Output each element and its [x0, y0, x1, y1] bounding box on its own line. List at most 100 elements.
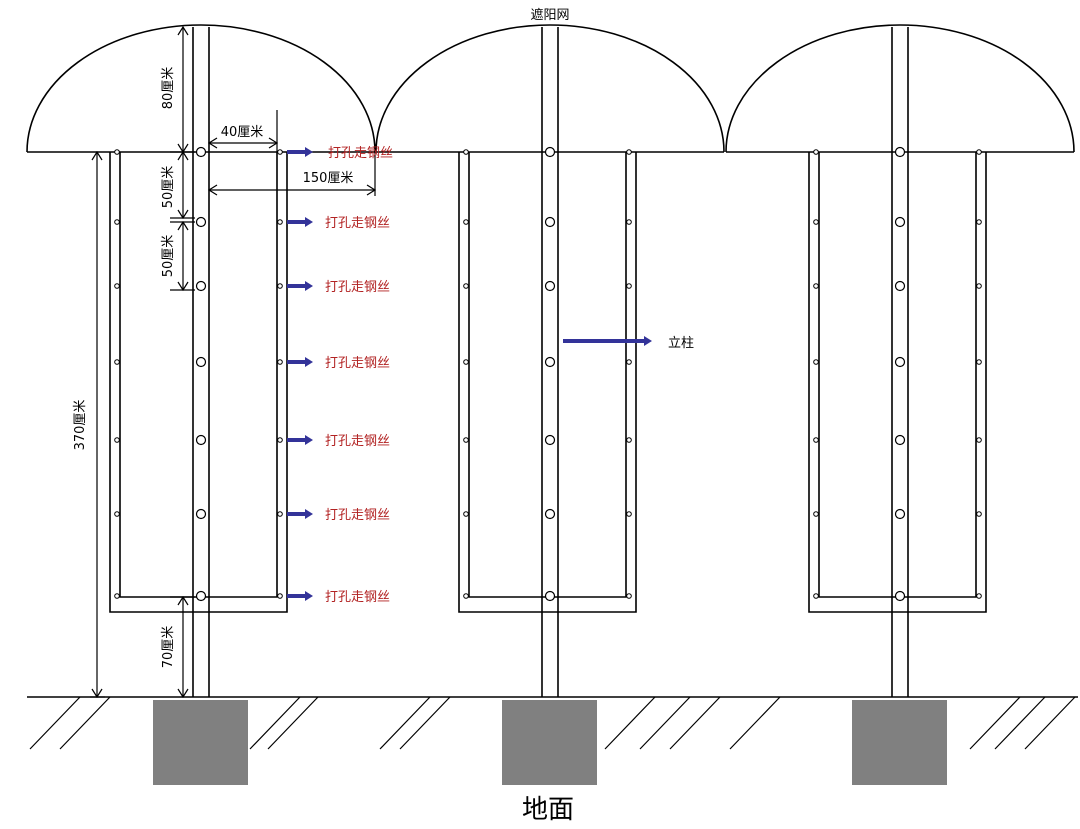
- pillar-hole: [894, 280, 906, 292]
- pillar-hole: [894, 508, 906, 520]
- frame-hole: [277, 219, 283, 225]
- frame-hole: [813, 219, 819, 225]
- frame-hole: [976, 283, 982, 289]
- pillar-hole: [544, 508, 556, 520]
- frame-hole: [463, 149, 469, 155]
- ground-hatch: [1024, 696, 1076, 750]
- ground-hatch: [669, 696, 721, 750]
- pillar-hole: [544, 146, 556, 158]
- pillar-hole: [544, 216, 556, 228]
- canopy-arc: [725, 24, 1075, 153]
- frame-hole: [463, 219, 469, 225]
- frame-hole: [813, 511, 819, 517]
- frame-hole: [813, 437, 819, 443]
- pillar-hole: [894, 216, 906, 228]
- canopy-arc: [375, 24, 725, 153]
- pillar-hole: [195, 434, 207, 446]
- frame-hole: [626, 283, 632, 289]
- pillar-hole: [544, 434, 556, 446]
- ground-hatch: [399, 696, 451, 750]
- hole-arrow-head: [305, 435, 313, 445]
- hole-label: 打孔走钢丝: [325, 508, 390, 523]
- pillar-hole: [195, 280, 207, 292]
- dim-line-frame-width-arrows: [207, 137, 279, 149]
- hole-arrow-head: [305, 217, 313, 227]
- hole-arrow-head: [305, 281, 313, 291]
- frame-hole: [277, 359, 283, 365]
- frame-hole: [114, 511, 120, 517]
- pillar-hole: [544, 590, 556, 602]
- pillar-hole: [195, 216, 207, 228]
- frame-hole: [277, 437, 283, 443]
- frame-hole: [463, 437, 469, 443]
- frame-hole: [114, 437, 120, 443]
- dim-bottom-clearance: 70厘米: [161, 626, 176, 669]
- pillar-hole: [195, 590, 207, 602]
- pillar-label: 立柱: [668, 336, 694, 351]
- pillar-hole: [544, 356, 556, 368]
- ground-hatch: [59, 696, 111, 750]
- ground-hatch: [249, 696, 301, 750]
- title-label: 遮阳网: [530, 7, 569, 23]
- ground-hatch: [379, 696, 431, 750]
- frame-hole: [626, 593, 632, 599]
- frame-hole: [976, 593, 982, 599]
- pillar-hole: [544, 280, 556, 292]
- hole-arrow-head: [305, 591, 313, 601]
- ground-hatch: [604, 696, 656, 750]
- frame-hole: [463, 359, 469, 365]
- concrete-footing: [502, 700, 597, 785]
- pillar-hole: [894, 590, 906, 602]
- ground-hatch: [29, 696, 81, 750]
- frame-hole: [463, 593, 469, 599]
- hole-arrow-head: [305, 147, 313, 157]
- dim-line-canopy-width-arrows: [207, 184, 377, 196]
- frame-hole: [813, 593, 819, 599]
- frame-outer: [109, 152, 288, 613]
- ground-hatch: [267, 696, 319, 750]
- dim-total-height: 370厘米: [73, 400, 88, 451]
- frame-hole: [813, 359, 819, 365]
- frame-hole: [976, 437, 982, 443]
- pillar-hole: [195, 356, 207, 368]
- dim-spacing-1: 50厘米: [161, 166, 176, 209]
- concrete-footing: [852, 700, 947, 785]
- frame-hole: [976, 219, 982, 225]
- hole-label: 打孔走钢丝: [325, 356, 390, 371]
- frame-hole: [277, 149, 283, 155]
- frame-hole: [277, 593, 283, 599]
- ground-hatch: [729, 696, 781, 750]
- hole-label: 打孔走钢丝: [328, 146, 393, 161]
- frame-hole: [626, 511, 632, 517]
- frame-hole: [976, 149, 982, 155]
- frame-hole: [114, 359, 120, 365]
- frame-outer: [808, 152, 987, 613]
- frame-hole: [626, 437, 632, 443]
- hole-label: 打孔走钢丝: [325, 280, 390, 295]
- frame-hole: [626, 359, 632, 365]
- frame-hole: [976, 359, 982, 365]
- pillar-arrow-head: [644, 336, 652, 346]
- dim-canopy-height: 80厘米: [161, 67, 176, 110]
- pillar-hole: [195, 508, 207, 520]
- ground-hatch: [639, 696, 691, 750]
- canopy-arc: [26, 24, 376, 153]
- frame-hole: [463, 511, 469, 517]
- ground-hatch: [994, 696, 1046, 750]
- frame-hole: [114, 219, 120, 225]
- dim-canopy-half-width: 150厘米: [303, 171, 354, 186]
- hole-arrow-head: [305, 509, 313, 519]
- dim-spacing-2: 50厘米: [161, 235, 176, 278]
- ground-label: 地面: [522, 795, 574, 825]
- frame-hole: [813, 149, 819, 155]
- frame-hole: [976, 511, 982, 517]
- pillar-hole: [894, 356, 906, 368]
- concrete-footing: [153, 700, 248, 785]
- pillar-hole: [894, 146, 906, 158]
- hole-arrow-head: [305, 357, 313, 367]
- frame-hole: [463, 283, 469, 289]
- ground-hatch: [969, 696, 1021, 750]
- frame-outer: [458, 152, 637, 613]
